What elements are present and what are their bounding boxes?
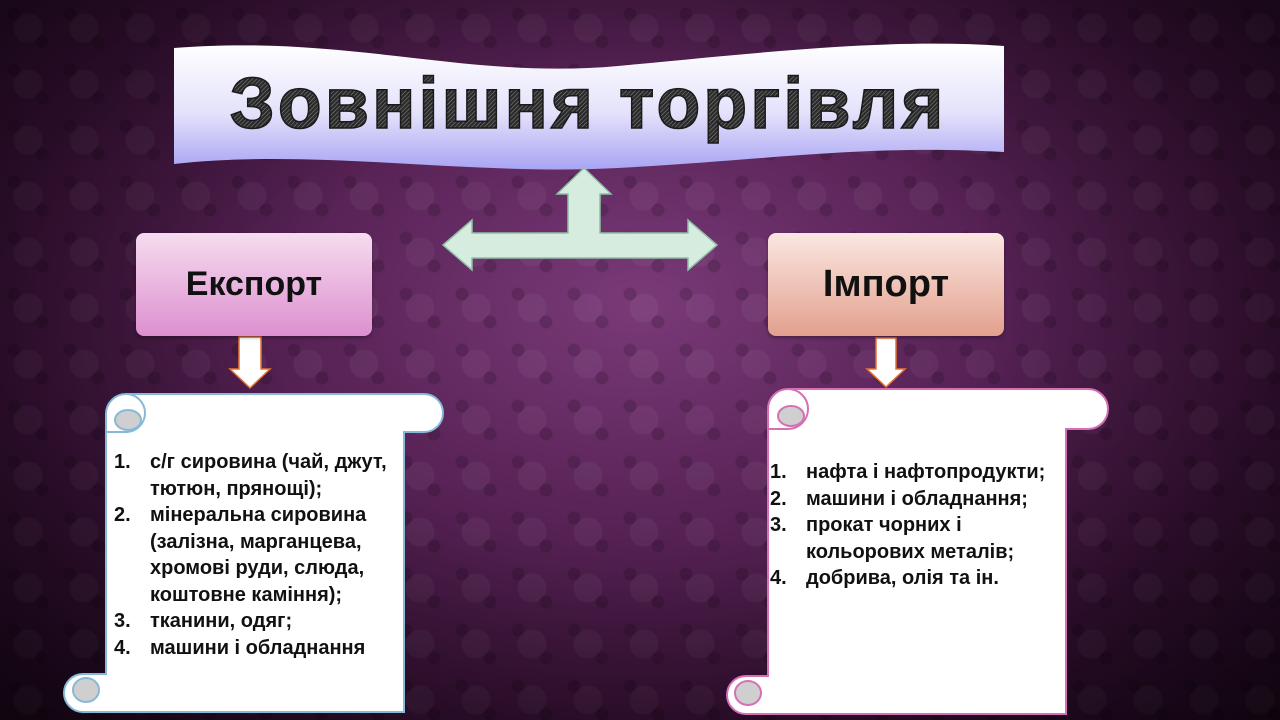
list-item: 2.машини і обладнання; (770, 487, 1028, 510)
list-item: 4.добрива, олія та ін. (770, 567, 999, 589)
list-item: 1.нафта і нафтопродукти; (770, 461, 1046, 483)
export-down-arrow-icon (228, 336, 272, 390)
list-item: 3.прокат чорних і кольорових металів; (770, 514, 1015, 563)
export-list: 1.с/г сировина (чай, джут, тютюн, прянощ… (114, 449, 404, 661)
export-scroll (63, 393, 444, 713)
import-list: 1.нафта і нафтопродукти; 2.машини і обла… (770, 459, 1065, 592)
title-text: Зовнішня торгівля (230, 64, 947, 144)
export-box: Експорт (136, 233, 372, 336)
import-label: Імпорт (822, 263, 950, 305)
import-down-arrow-icon (865, 337, 907, 389)
three-way-arrow-icon (441, 166, 719, 272)
import-box: Імпорт (768, 233, 1004, 336)
list-item: 1.с/г сировина (чай, джут, тютюн, прянощ… (114, 451, 387, 500)
export-label: Експорт (185, 265, 323, 303)
title-banner: Зовнішня торгівля (174, 43, 1004, 170)
list-item: 3.тканини, одяг; (114, 610, 293, 632)
list-item: 4.машини і обладнання (114, 636, 366, 659)
import-scroll (726, 388, 1109, 715)
list-item: 2.мінеральна сировина (залізна, марганце… (114, 504, 367, 606)
